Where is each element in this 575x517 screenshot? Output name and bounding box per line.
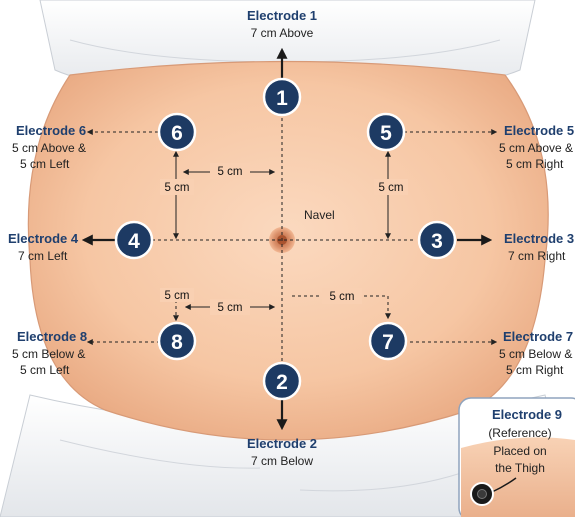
navel-label: Navel	[304, 208, 335, 222]
svg-text:8: 8	[171, 331, 183, 354]
dim-label-lower-right-horizontal: 5 cm	[330, 291, 355, 303]
electrode-marker-5[interactable]: 5	[368, 114, 404, 150]
reference-line-2: Placed on	[493, 444, 546, 458]
reference-line-3: the Thigh	[495, 461, 545, 475]
svg-text:5: 5	[380, 122, 392, 145]
electrode-marker-4[interactable]: 4	[116, 222, 152, 258]
svg-text:Electrode 6: Electrode 6	[16, 123, 86, 138]
svg-text:7 cm Left: 7 cm Left	[18, 249, 68, 263]
label-electrode-7: Electrode 7 5 cm Below & 5 cm Right	[499, 329, 573, 377]
electrode-marker-9[interactable]	[471, 483, 493, 505]
svg-text:Electrode 8: Electrode 8	[17, 329, 87, 344]
svg-text:Electrode 1: Electrode 1	[247, 8, 317, 23]
svg-text:1: 1	[276, 87, 288, 110]
dim-label-lower-left-vertical: 5 cm	[165, 290, 190, 302]
svg-text:7 cm Above: 7 cm Above	[251, 26, 314, 40]
svg-text:5 cm Left: 5 cm Left	[20, 363, 70, 377]
svg-text:6: 6	[171, 122, 183, 145]
svg-text:Electrode 7: Electrode 7	[503, 329, 573, 344]
svg-text:5 cm Below &: 5 cm Below &	[499, 347, 572, 361]
reference-inset: Electrode 9 (Reference) Placed on the Th…	[459, 398, 575, 517]
svg-text:5 cm Left: 5 cm Left	[20, 157, 70, 171]
svg-text:Electrode 3: Electrode 3	[504, 231, 574, 246]
label-electrode-5: Electrode 5 5 cm Above & 5 cm Right	[499, 123, 574, 171]
electrode-marker-6[interactable]: 6	[159, 114, 195, 150]
dim-label-lower-horizontal: 5 cm	[218, 302, 243, 314]
reference-line-1: (Reference)	[488, 426, 551, 440]
svg-text:7 cm Below: 7 cm Below	[251, 454, 313, 468]
svg-text:5 cm Right: 5 cm Right	[506, 363, 564, 377]
reference-title: Electrode 9	[492, 407, 562, 422]
electrode-marker-7[interactable]: 7	[370, 323, 406, 359]
svg-text:5 cm Above &: 5 cm Above &	[499, 141, 573, 155]
dim-label-upper-left-vertical: 5 cm	[165, 182, 190, 194]
electrode-marker-8[interactable]: 8	[159, 323, 195, 359]
svg-text:Electrode 4: Electrode 4	[8, 231, 79, 246]
svg-text:5 cm Above &: 5 cm Above &	[12, 141, 86, 155]
svg-text:2: 2	[276, 371, 288, 394]
svg-text:3: 3	[431, 230, 443, 253]
svg-text:7 cm Right: 7 cm Right	[508, 249, 566, 263]
dim-label-upper-right-vertical: 5 cm	[379, 182, 404, 194]
svg-text:5 cm Below &: 5 cm Below &	[12, 347, 85, 361]
electrode-marker-3[interactable]: 3	[419, 222, 455, 258]
dim-label-upper-horizontal: 5 cm	[218, 166, 243, 178]
svg-text:5 cm Right: 5 cm Right	[506, 157, 564, 171]
svg-text:Electrode 2: Electrode 2	[247, 436, 317, 451]
svg-text:Electrode 5: Electrode 5	[504, 123, 574, 138]
svg-text:4: 4	[128, 230, 140, 253]
svg-text:7: 7	[382, 331, 394, 354]
electrode-marker-1[interactable]: 1	[264, 79, 300, 115]
electrode-marker-2[interactable]: 2	[264, 363, 300, 399]
